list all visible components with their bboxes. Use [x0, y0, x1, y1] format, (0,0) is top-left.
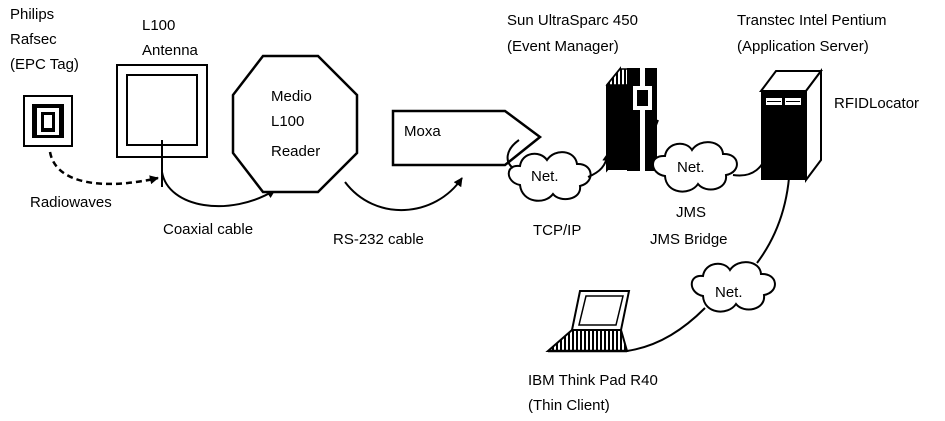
epc-tag: Philips Rafsec (EPC Tag) — [10, 6, 79, 147]
reader-label-line-2: L100 — [271, 113, 304, 130]
app-server-line-2: (Application Server) — [737, 38, 869, 55]
moxa: Moxa — [391, 109, 543, 167]
tag-label-line-3: (EPC Tag) — [10, 56, 79, 73]
link-cloud-app-server-2 — [756, 156, 795, 264]
reader-label-line-1: Medio — [271, 88, 312, 105]
cloud-2-label: Net. — [677, 159, 705, 176]
thin-client-line-2: (Thin Client) — [528, 397, 610, 414]
cloud-3-label: Net. — [715, 284, 743, 301]
link-moxa-cloud — [506, 139, 520, 169]
network-cloud-2: Net. — [652, 141, 738, 193]
reader-label-line-3: Reader — [271, 143, 320, 160]
thin-client-line-1: IBM Think Pad R40 — [528, 372, 658, 389]
network-cloud-1: Net. — [507, 151, 592, 202]
rfidlocator-label: RFIDLocator — [834, 95, 919, 112]
event-manager-server: Sun UltraSparc 450 (Event Manager) — [507, 12, 657, 173]
radiowaves-arc — [48, 151, 159, 186]
tag-label-line-2: Rafsec — [10, 31, 57, 48]
link-event-manager-cloud — [650, 119, 659, 161]
event-manager-line-2: (Event Manager) — [507, 38, 619, 55]
link-laptop-cloud — [626, 307, 706, 352]
application-server: Transtec Intel Pentium (Application Serv… — [737, 12, 919, 183]
tcpip-label: TCP/IP — [533, 222, 581, 239]
moxa-label: Moxa — [404, 123, 441, 140]
coaxial-cable — [161, 171, 276, 208]
event-manager-line-1: Sun UltraSparc 450 — [507, 12, 638, 29]
rs232-cable — [344, 177, 463, 212]
network-cloud-3: Net. — [690, 261, 776, 313]
radiowaves-label: Radiowaves — [30, 194, 112, 211]
antenna-label-line-1: L100 — [142, 17, 175, 34]
reader: Medio L100 Reader — [231, 54, 359, 194]
antenna-label-line-2: Antenna — [142, 42, 199, 59]
jms-label: JMS — [676, 204, 706, 221]
jms-bridge-label: JMS Bridge — [650, 231, 728, 248]
rs232-cable-label: RS-232 cable — [333, 231, 424, 248]
app-server-line-1: Transtec Intel Pentium — [737, 12, 887, 29]
thin-client-laptop — [545, 290, 631, 353]
antenna: L100 Antenna — [116, 17, 208, 187]
tag-label-line-1: Philips — [10, 6, 54, 23]
cloud-1-label: Net. — [531, 168, 559, 185]
coaxial-cable-label: Coaxial cable — [163, 221, 253, 238]
